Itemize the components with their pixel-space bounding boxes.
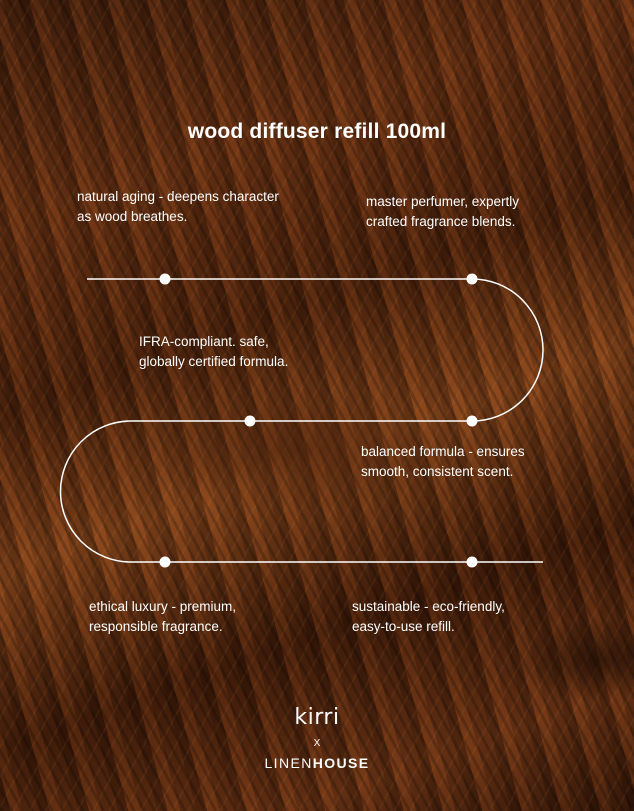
feature-line: easy-to-use refill. bbox=[352, 619, 455, 634]
timeline-dot bbox=[466, 556, 478, 568]
timeline-dot bbox=[466, 415, 478, 427]
feature-line: responsible fragrance. bbox=[89, 619, 223, 634]
feature-sustainable: sustainable - eco-friendly, easy-to-use … bbox=[352, 597, 505, 637]
feature-master-perfumer: master perfumer, expertly crafted fragra… bbox=[366, 192, 519, 232]
brand-collab-x: X bbox=[313, 738, 321, 749]
feature-ethical-luxury: ethical luxury - premium, responsible fr… bbox=[89, 597, 236, 637]
feature-line: natural aging - deepens character bbox=[77, 189, 279, 204]
feature-line: balanced formula - ensures bbox=[361, 444, 525, 459]
feature-ifra-compliant: IFRA-compliant. safe, globally certified… bbox=[139, 332, 288, 372]
timeline-dot bbox=[244, 415, 256, 427]
timeline-dot bbox=[466, 273, 478, 285]
timeline-dot bbox=[159, 273, 171, 285]
product-title: wood diffuser refill 100ml bbox=[187, 120, 447, 143]
feature-balanced-formula: balanced formula - ensures smooth, consi… bbox=[361, 442, 525, 482]
brand-logo-linenhouse: LINENHOUSE bbox=[0, 755, 634, 771]
timeline-dot bbox=[159, 556, 171, 568]
brand-logo-linen: LINEN bbox=[264, 755, 313, 771]
timeline-line bbox=[59, 278, 544, 563]
feature-line: IFRA-compliant. safe, bbox=[139, 334, 269, 349]
feature-natural-aging: natural aging - deepens character as woo… bbox=[77, 187, 279, 227]
feature-line: smooth, consistent scent. bbox=[361, 464, 514, 479]
feature-line: ethical luxury - premium, bbox=[89, 599, 237, 614]
feature-line: crafted fragrance blends. bbox=[366, 214, 516, 229]
brand-logo-kirri: kirri bbox=[294, 705, 340, 730]
feature-line: globally certified formula. bbox=[139, 354, 289, 369]
feature-line: master perfumer, expertly bbox=[366, 194, 520, 209]
feature-line: sustainable - eco-friendly, bbox=[352, 599, 505, 614]
brand-logo-house: HOUSE bbox=[312, 755, 370, 771]
feature-line: as wood breathes. bbox=[77, 209, 188, 224]
